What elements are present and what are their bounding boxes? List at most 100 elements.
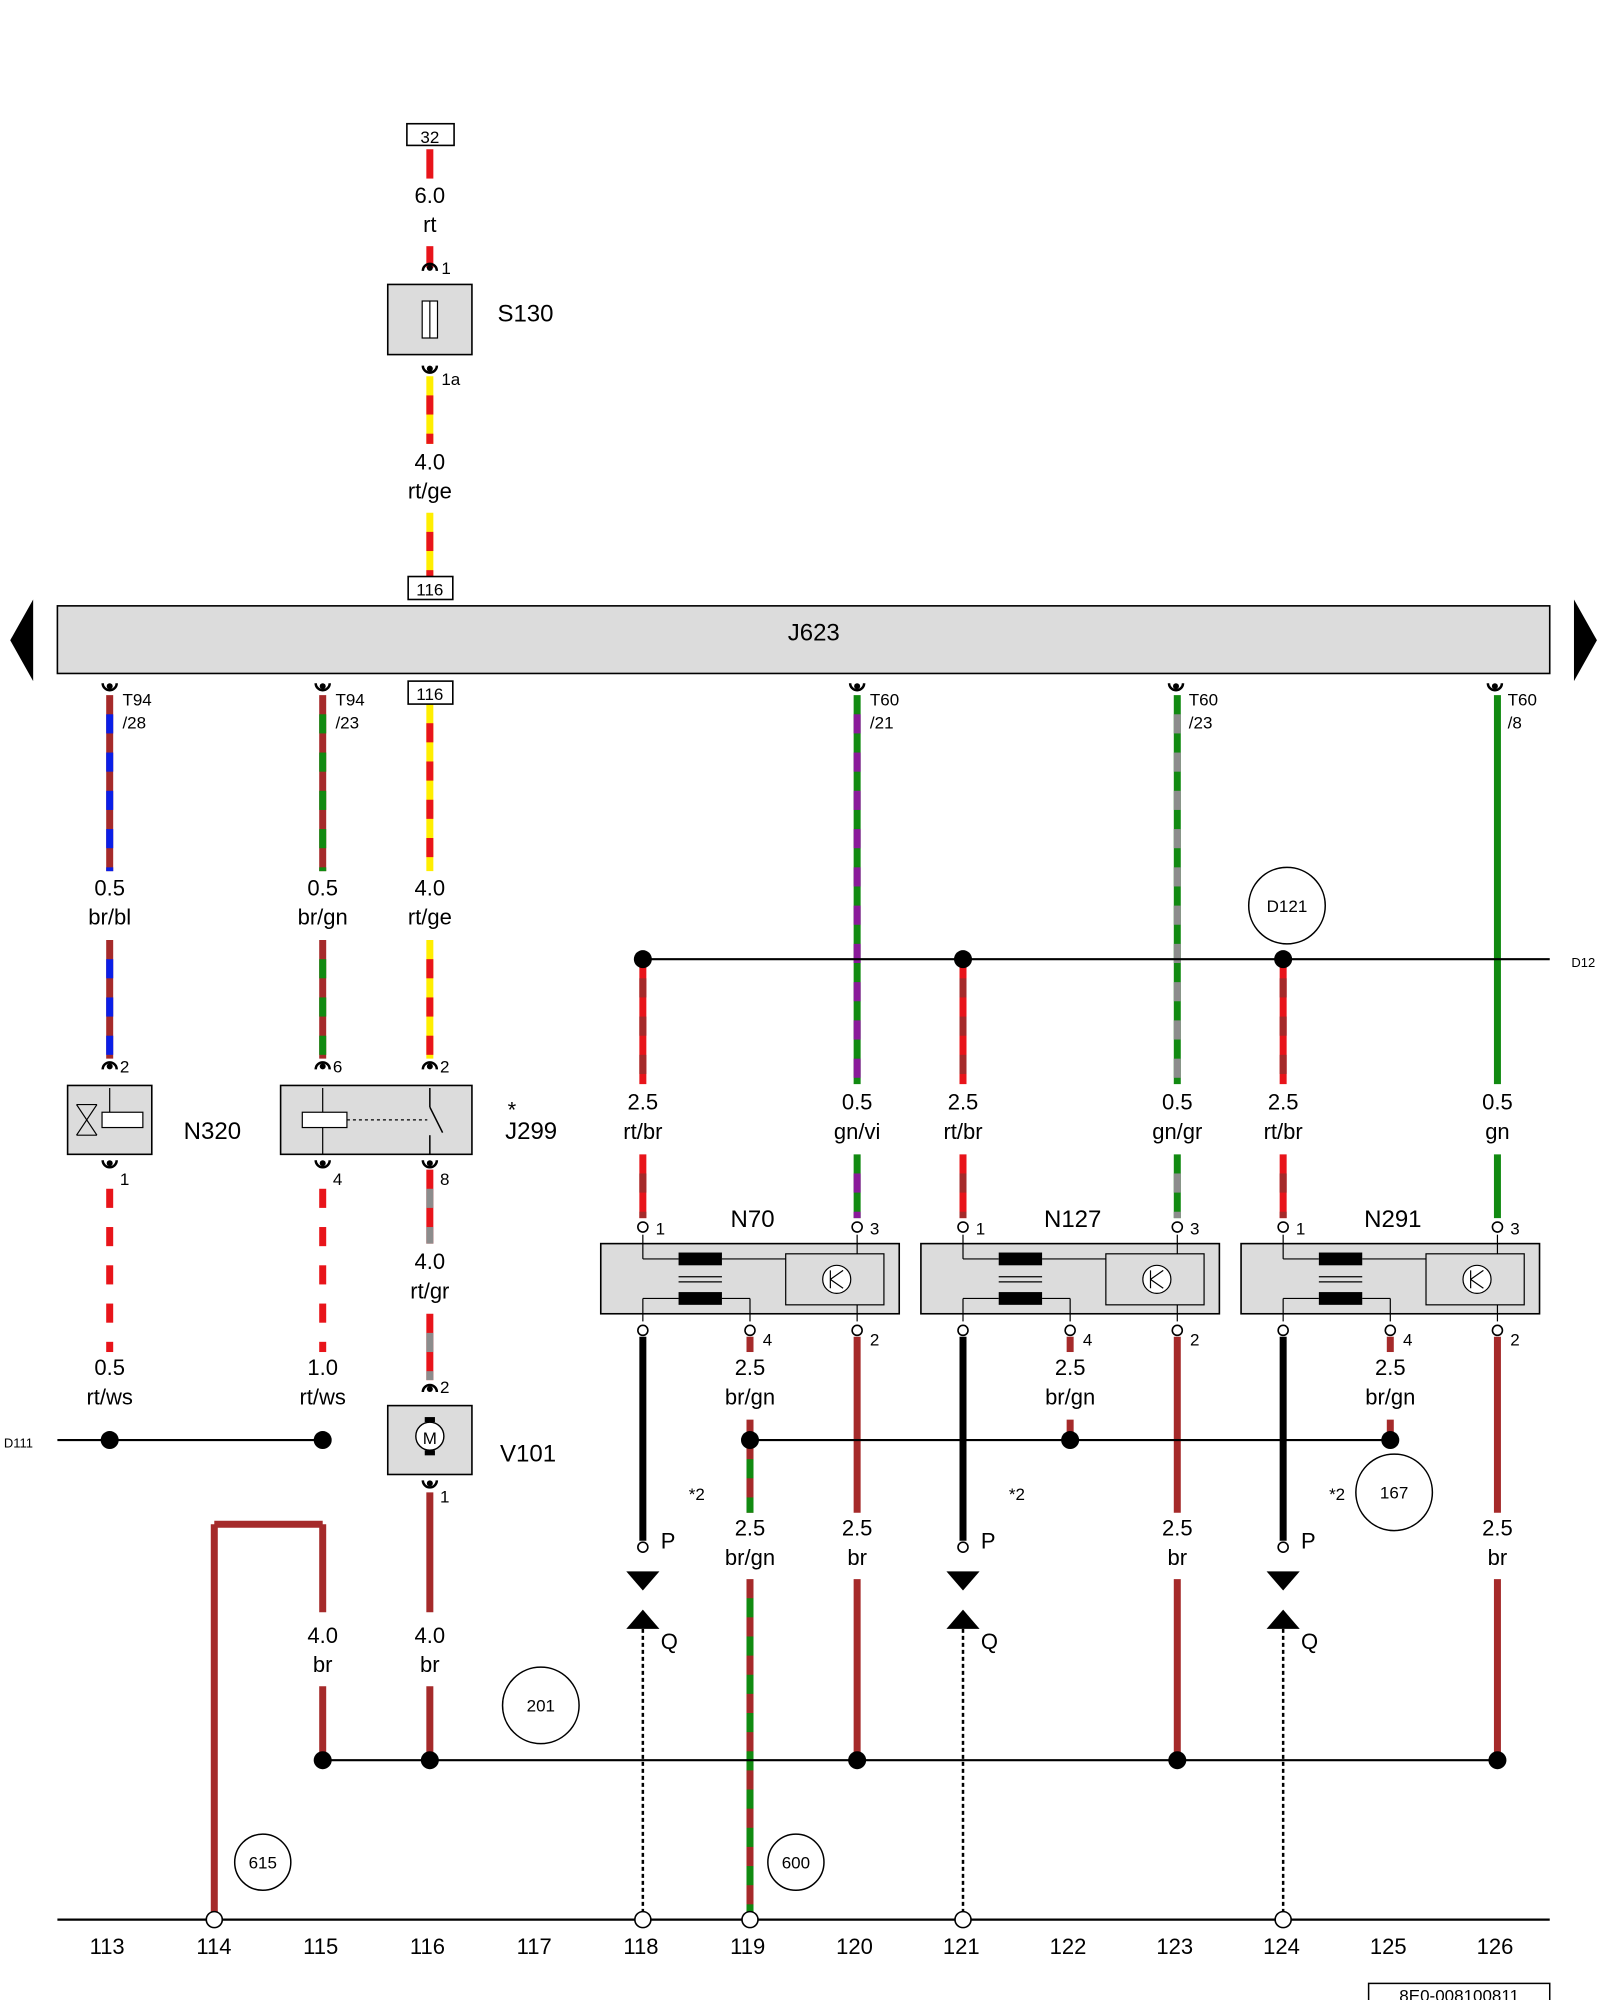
connector-s130-out	[421, 365, 439, 374]
column-number: 117	[517, 1934, 552, 1959]
junction-dot	[740, 1431, 759, 1450]
ecu-connector	[1167, 683, 1185, 692]
junction-dot	[100, 1431, 119, 1450]
connector-pin	[106, 1063, 113, 1070]
wire-size-label: 1.0	[307, 1355, 338, 1380]
connector-label: /23	[335, 713, 359, 732]
ground-terminal	[954, 1910, 972, 1929]
connector-pin	[1491, 683, 1498, 690]
ref-d121: D121	[1267, 897, 1308, 916]
wire-color-label: br/gn	[725, 1384, 775, 1409]
v101-label: V101	[500, 1441, 556, 1468]
transistor-icon	[1462, 1264, 1492, 1294]
pin-2	[1491, 1324, 1504, 1337]
pin-p-end	[1277, 1541, 1289, 1553]
connector-pin	[426, 1063, 433, 1070]
column-number: 113	[90, 1934, 125, 1959]
ground-terminal	[634, 1910, 652, 1929]
n127-label: N127	[1044, 1206, 1101, 1233]
transistor-symbol	[1470, 1269, 1484, 1289]
connector-j299-8	[421, 1160, 439, 1169]
connector-j299-6	[314, 1061, 331, 1070]
diagram-id-box	[1367, 1982, 1551, 2000]
pin-label: 2	[870, 1331, 879, 1350]
connector-label: /23	[1189, 713, 1213, 732]
transistor-icon	[822, 1264, 852, 1294]
connector-j299-2	[421, 1061, 439, 1070]
wire-size-label: 6.0	[415, 183, 446, 208]
transistor-icon	[1142, 1264, 1172, 1294]
wire-color-label: rt/br	[943, 1119, 982, 1144]
column-number: 124	[1263, 1934, 1300, 1959]
wire-color-label: br/bl	[88, 905, 131, 930]
connector-n320-in	[101, 1061, 118, 1070]
wire-size-label: 2.5	[1162, 1516, 1193, 1541]
ecu-label: J623	[788, 619, 840, 646]
column-number: 125	[1370, 1934, 1407, 1959]
diagram-id: 8E0-008100811	[1399, 1986, 1519, 2000]
pin-1	[1277, 1221, 1289, 1233]
ref-167: 167	[1380, 1484, 1408, 1503]
pin-p	[1277, 1324, 1289, 1337]
wire-color-label: br/gn	[298, 905, 348, 930]
wire-color-label: gn/vi	[834, 1119, 880, 1144]
pin-label: 1	[120, 1170, 129, 1189]
connector-pin	[106, 683, 113, 690]
connector-pin	[854, 683, 861, 690]
column-number: 118	[623, 1934, 658, 1959]
arrow-p-label: P	[661, 1528, 676, 1553]
pin-p	[957, 1324, 969, 1337]
motor-brush	[424, 1450, 435, 1456]
connector-pin	[426, 365, 433, 372]
transistor-box	[785, 1253, 885, 1306]
motor-brush	[424, 1417, 435, 1423]
left-continuation-arrow	[10, 599, 34, 682]
wire-color-label: br	[1488, 1545, 1508, 1570]
pin-3	[1171, 1221, 1184, 1233]
ground-terminal	[1274, 1910, 1292, 1929]
ref-201: 201	[527, 1697, 555, 1716]
arrow-p	[946, 1571, 980, 1591]
coil-block	[1318, 1252, 1363, 1266]
pin-label: 1a	[441, 370, 460, 389]
note-label: *2	[1009, 1485, 1025, 1504]
pin-3	[851, 1221, 863, 1233]
wire-color-label: br	[1168, 1545, 1188, 1570]
column-number: 114	[196, 1934, 231, 1959]
wire-size-label: 0.5	[94, 1355, 125, 1380]
wire-color-label: br	[847, 1545, 867, 1570]
pin-label: 4	[1403, 1331, 1412, 1350]
right-continuation-arrow	[1573, 599, 1597, 682]
wire-color-label: rt	[423, 212, 436, 237]
pin-2	[1171, 1324, 1184, 1337]
connector-label: /21	[870, 713, 894, 732]
connector-n320-out	[101, 1160, 118, 1169]
n320-label: N320	[184, 1118, 241, 1145]
wire-size-label: 2.5	[735, 1516, 766, 1541]
transistor-symbol	[829, 1269, 844, 1289]
wire-size-label: 2.5	[1482, 1516, 1513, 1541]
junction-dot	[1488, 1751, 1507, 1770]
column-number: 121	[943, 1934, 980, 1959]
wire-color-label: br	[313, 1652, 333, 1677]
connector-pin	[1173, 683, 1180, 690]
pin-label: 2	[1190, 1331, 1199, 1350]
junction-dot	[1168, 1751, 1187, 1770]
connector-pin	[319, 1063, 326, 1070]
pin-label: 1	[656, 1220, 665, 1239]
column-number: 120	[836, 1934, 873, 1959]
n291-label: N291	[1364, 1206, 1421, 1233]
pin-label: 8	[440, 1170, 449, 1189]
pin-label: 3	[870, 1220, 879, 1239]
note-label: *2	[689, 1485, 705, 1504]
connector-pin	[426, 1480, 433, 1487]
wires-layer	[106, 149, 1501, 1920]
wire-size-label: 2.5	[842, 1516, 873, 1541]
terminal-box-116-in	[407, 575, 454, 601]
wire-size-label: 0.5	[842, 1090, 873, 1115]
junction-dot	[954, 950, 973, 969]
arrow-p	[1266, 1571, 1300, 1591]
wire-color-label: rt/ge	[408, 479, 452, 504]
wire-size-label: 4.0	[307, 1623, 338, 1648]
coil-block	[1318, 1292, 1363, 1305]
